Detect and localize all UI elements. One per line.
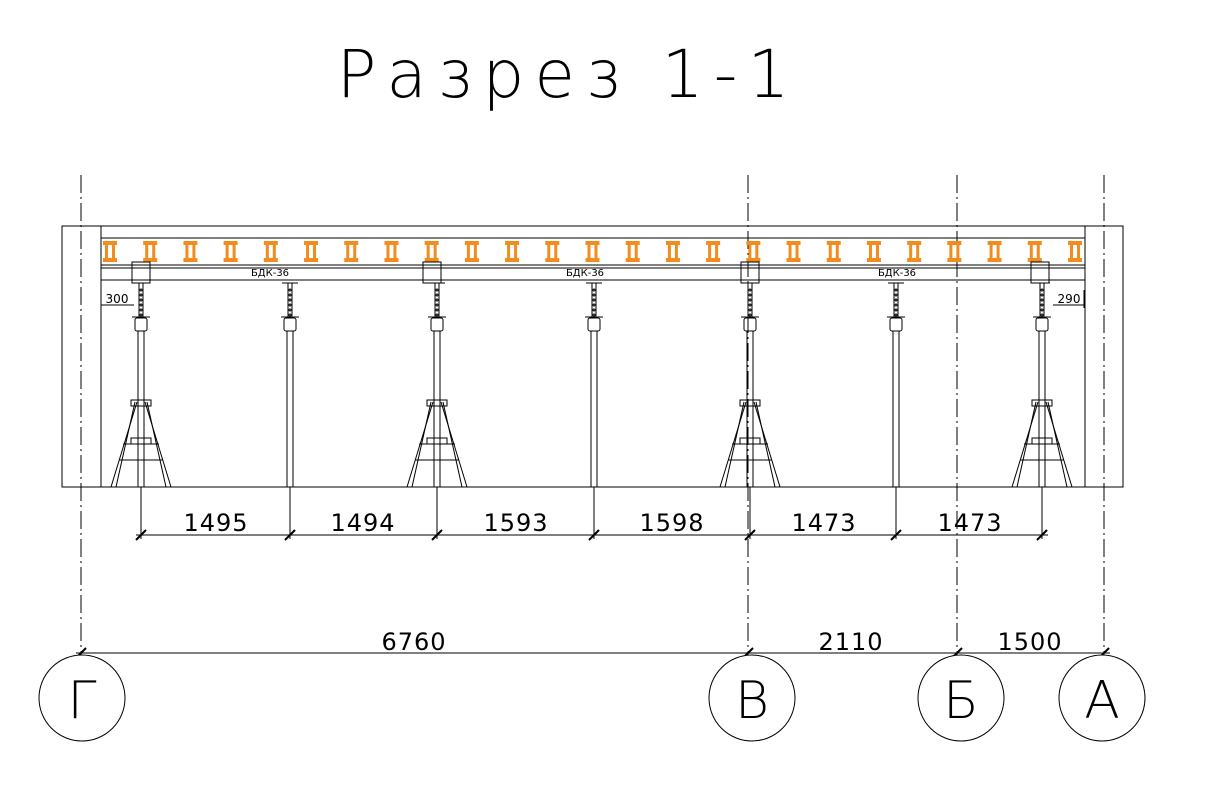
right-edge-offset: 290 xyxy=(1058,292,1081,306)
right-wall xyxy=(1084,225,1124,488)
prop-spacing-3: 1593 xyxy=(483,509,548,537)
joist xyxy=(746,241,761,262)
beam-label-1: БДК-36 xyxy=(251,268,289,279)
prop-spacing-4: 1598 xyxy=(639,509,704,537)
joist xyxy=(263,241,278,262)
axis-spacing-b-a: 1500 xyxy=(997,628,1062,656)
axis-label-v: В xyxy=(735,671,769,731)
joist xyxy=(384,241,399,262)
joist xyxy=(1027,241,1042,262)
axis-label-a: А xyxy=(1084,671,1120,731)
axis-bubble-a xyxy=(1058,654,1146,742)
main-beams xyxy=(100,261,1086,284)
joist xyxy=(665,241,680,262)
prop-spacing-6: 1473 xyxy=(937,509,1002,537)
prop xyxy=(585,282,603,488)
beam-label-3: БДК-36 xyxy=(878,268,916,279)
joist xyxy=(505,241,520,262)
joist xyxy=(545,241,560,262)
prop xyxy=(110,282,172,488)
axis-spacing-g-v: 6760 xyxy=(381,628,446,656)
prop xyxy=(281,282,299,488)
axis-bubble-v xyxy=(708,654,796,742)
timber-joists xyxy=(103,241,1082,262)
joist xyxy=(907,241,922,262)
joist xyxy=(625,241,640,262)
prop-spacing-2: 1494 xyxy=(330,509,395,537)
joist xyxy=(1068,241,1082,262)
axis-label-g: Г xyxy=(68,671,97,731)
axis-bubbles xyxy=(38,654,1146,742)
joist xyxy=(585,241,600,262)
joist xyxy=(344,241,359,262)
shoring-props xyxy=(110,282,1073,488)
prop xyxy=(887,282,905,488)
prop-spacing-1: 1495 xyxy=(183,509,248,537)
prop xyxy=(1011,282,1073,488)
joist xyxy=(947,241,962,262)
prop-spacing-dimensions xyxy=(135,487,1048,541)
joist xyxy=(183,241,198,262)
axis-spacing-v-b: 2110 xyxy=(818,628,883,656)
beam-band xyxy=(100,264,1086,281)
joist xyxy=(304,241,319,262)
joist xyxy=(826,241,841,262)
left-wall xyxy=(61,225,102,488)
joist xyxy=(223,241,238,262)
joist xyxy=(464,241,479,262)
joist xyxy=(424,241,439,262)
joist xyxy=(103,241,117,262)
prop xyxy=(406,282,468,488)
beam-label-2: БДК-36 xyxy=(566,268,604,279)
joist xyxy=(987,241,1002,262)
axis-label-b: Б xyxy=(943,671,979,731)
joist xyxy=(786,241,801,262)
joist xyxy=(143,241,158,262)
joist xyxy=(706,241,721,262)
drawing-title: Разрез 1-1 xyxy=(337,36,800,113)
axis-bubble-b xyxy=(917,654,1005,742)
left-edge-offset: 300 xyxy=(106,292,129,306)
axis-bubble-g xyxy=(38,654,126,742)
joist xyxy=(866,241,881,262)
edge-offset-marks xyxy=(100,290,1085,308)
prop-spacing-5: 1473 xyxy=(791,509,856,537)
prop xyxy=(719,282,781,488)
